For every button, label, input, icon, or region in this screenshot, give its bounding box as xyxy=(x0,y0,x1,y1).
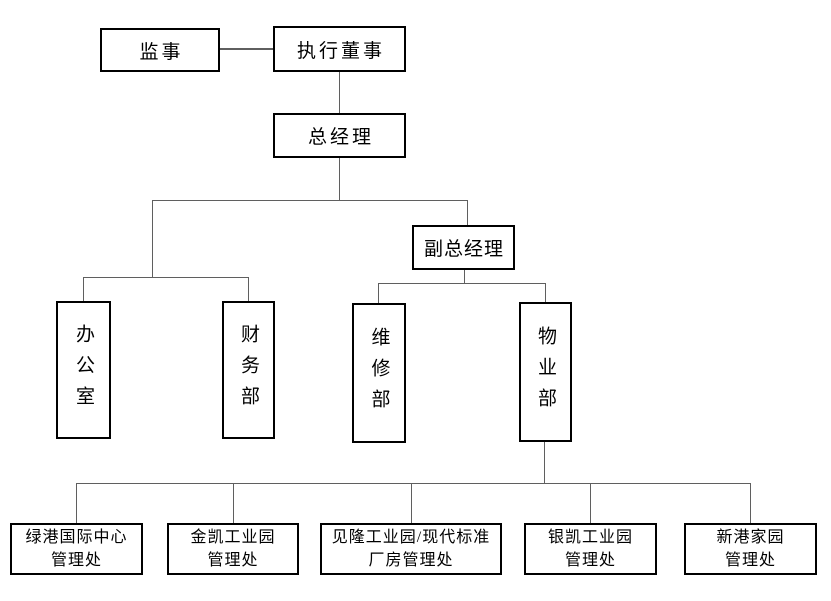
connector-maintenance-stub xyxy=(378,283,379,303)
connector-jianlong-stub xyxy=(411,483,412,523)
connector-director-gm xyxy=(339,72,340,113)
connector-xingang-stub xyxy=(750,483,751,523)
connector-left-branch xyxy=(83,277,249,278)
node-executive-director: 执行董事 xyxy=(273,26,406,72)
connector-property-stub xyxy=(545,283,546,302)
connector-jinkai-stub xyxy=(233,483,234,523)
connector-left-drop xyxy=(152,200,153,277)
node-maintenance-dept: 维修部 xyxy=(352,303,406,443)
node-property-dept: 物业部 xyxy=(519,302,572,442)
leaf-label-line1: 银凯工业园 xyxy=(547,529,633,546)
connector-deputy-down xyxy=(464,270,465,283)
node-supervisor: 监事 xyxy=(100,28,220,72)
node-xingang-homeland-office: 新港家园 管理处 xyxy=(684,523,817,575)
node-deputy-general-manager: 副总经理 xyxy=(412,225,515,270)
leaf-label-line1: 新港家园 xyxy=(716,529,785,546)
node-jinkai-industrial-park-office: 金凯工业园 管理处 xyxy=(167,523,299,575)
leaf-label-line2: 厂房管理处 xyxy=(368,552,454,569)
connector-finance-stub xyxy=(248,277,249,301)
connector-supervisor-director xyxy=(220,48,273,50)
leaf-label-line2: 管理处 xyxy=(564,552,616,569)
connector-deputy-drop xyxy=(467,200,468,225)
connector-property-drop xyxy=(544,442,545,483)
leaf-label-line1: 见隆工业园/现代标准 xyxy=(331,529,491,546)
node-yinkai-industrial-park-office: 银凯工业园 管理处 xyxy=(524,523,657,575)
node-greenport-intl-center-office: 绿港国际中心 管理处 xyxy=(10,523,143,575)
connector-main-branch xyxy=(152,200,468,201)
leaf-label-line1: 绿港国际中心 xyxy=(25,529,128,546)
node-general-manager: 总经理 xyxy=(273,113,406,158)
connector-greenport-stub xyxy=(76,483,77,523)
leaf-label-line2: 管理处 xyxy=(724,552,776,569)
node-jianlong-industrial-park-office: 见隆工业园/现代标准 厂房管理处 xyxy=(320,523,502,575)
leaf-label-line2: 管理处 xyxy=(207,552,259,569)
node-office: 办公室 xyxy=(56,301,111,439)
node-finance-dept: 财务部 xyxy=(222,301,275,439)
connector-right-branch xyxy=(378,283,546,284)
connector-gm-drop xyxy=(339,158,340,200)
leaf-label-line2: 管理处 xyxy=(50,552,102,569)
connector-bottom-branch xyxy=(76,483,750,484)
connector-yinkai-stub xyxy=(590,483,591,523)
connector-office-stub xyxy=(83,277,84,301)
leaf-label-line1: 金凯工业园 xyxy=(190,529,276,546)
